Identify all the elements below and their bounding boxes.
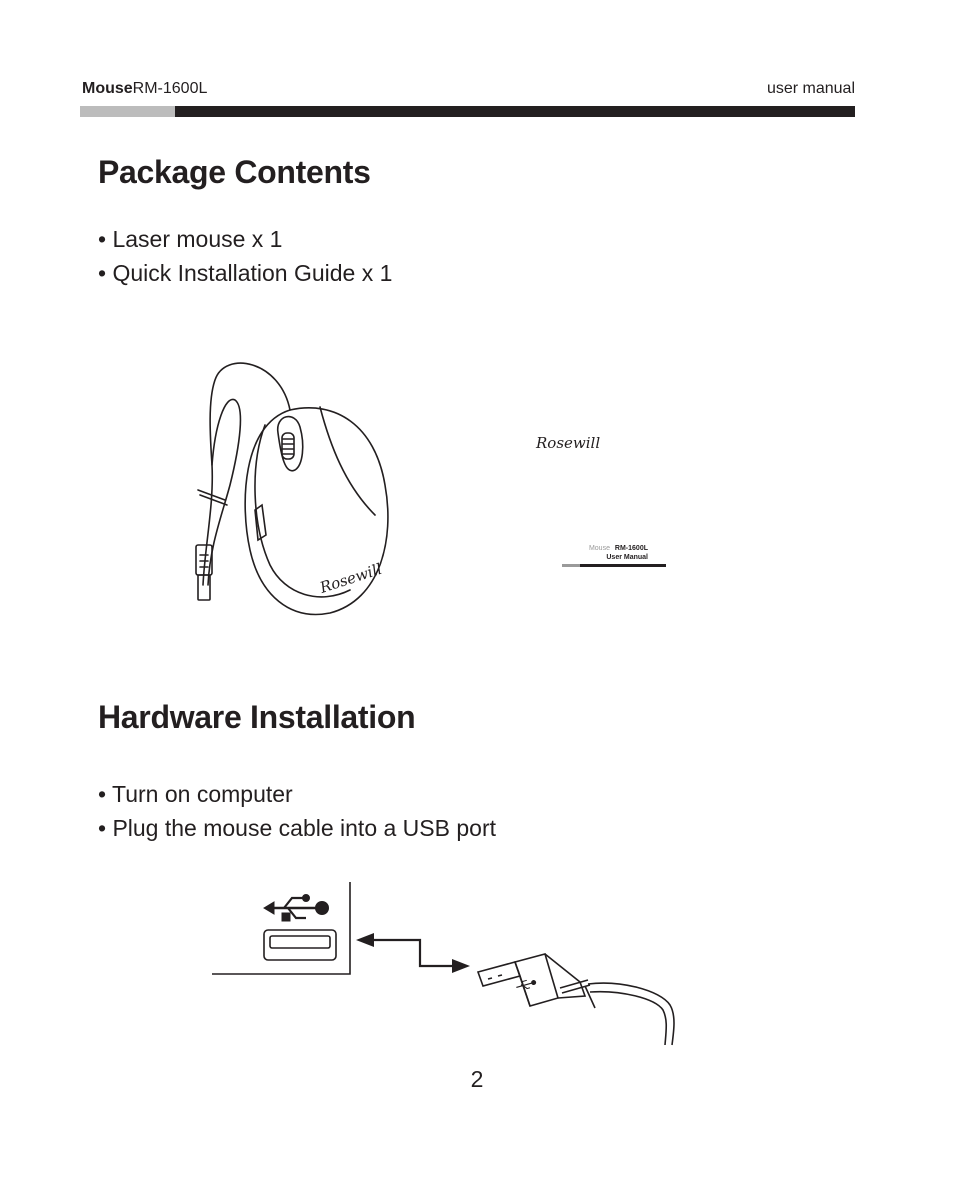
connection-arrow-line (365, 938, 458, 968)
usb-connection-diagram (212, 882, 675, 1046)
header-rule-black (175, 106, 855, 117)
page-number: 2 (470, 1066, 484, 1092)
list-item: • Plug the mouse cable into a USB port (98, 815, 496, 841)
arrow-head-right (452, 959, 470, 973)
booklet-subtitle: User Manual (606, 554, 648, 561)
scroll-wheel (277, 415, 304, 472)
hardware-installation-heading: Hardware Installation (98, 699, 416, 735)
mouse-cable-loop (207, 398, 242, 586)
usb-port (263, 929, 337, 961)
header-manual-label: user manual (766, 80, 855, 97)
mouse-button-split (319, 406, 376, 516)
booklet-rule-gray (562, 564, 580, 567)
usb-symbol-icon (263, 894, 329, 922)
list-item: • Laser mouse x 1 (98, 226, 283, 252)
package-contents-list: • Laser mouse x 1 • Quick Installation G… (98, 222, 392, 290)
svg-text:Mouse RM-1600L: Mouse RM-1600L (589, 545, 649, 552)
mouse-body (244, 407, 389, 616)
package-contents-heading: Package Contents (98, 154, 371, 190)
mouse-illustration: Rosewill (195, 362, 389, 616)
booklet-model: RM-1600L (615, 545, 649, 552)
computer-panel (212, 882, 351, 975)
list-item: • Turn on computer (98, 781, 293, 807)
usb-cable (587, 982, 675, 1046)
mouse-brand-logo: Rosewill (317, 560, 385, 597)
header-model: MouseRM-1600L (82, 80, 207, 98)
mouse-cable (202, 362, 291, 586)
header-model-number: RM-1600L (132, 80, 208, 97)
plug-usb-symbol-icon (516, 979, 537, 990)
booklet-rule-black (580, 564, 666, 567)
arrow-head-left (356, 933, 374, 947)
header-model-bold: Mouse (82, 80, 133, 97)
page-header: MouseRM-1600L user manual (82, 78, 855, 100)
hardware-installation-list: • Turn on computer • Plug the mouse cabl… (98, 777, 496, 845)
mouse-side-grip (254, 424, 351, 598)
booklet-model-prefix: Mouse (589, 545, 610, 552)
booklet-brand-logo: Rosewill (535, 434, 600, 452)
header-rule-gray (80, 106, 175, 117)
usb-cable-plug (476, 953, 675, 1046)
guide-booklet-illustration: Rosewill Mouse RM-1600L User Manual (535, 434, 666, 567)
header-rule (80, 106, 855, 117)
list-item: • Quick Installation Guide x 1 (98, 260, 393, 286)
